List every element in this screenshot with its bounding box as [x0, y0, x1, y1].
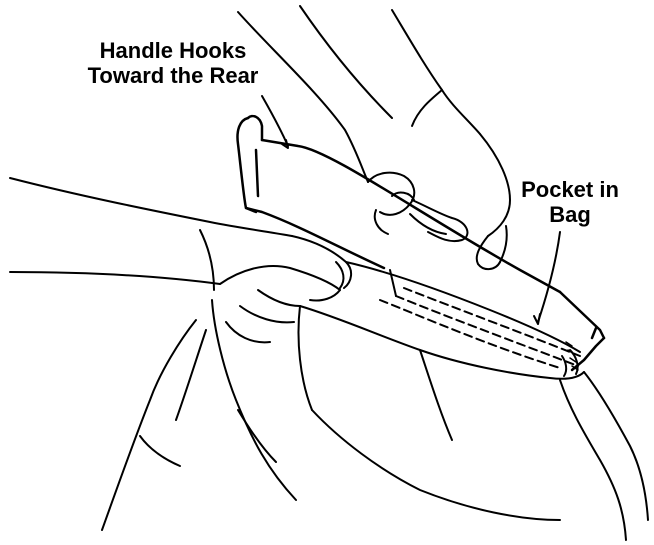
handle-hooks-label-line2: Toward the Rear [60, 63, 286, 88]
pocket-in-bag-callout: Pocket in Bag [510, 177, 630, 227]
wire-handle [237, 116, 604, 370]
handle-hooks-label-line1: Handle Hooks [60, 38, 286, 63]
bag-body [102, 300, 648, 540]
pocket-in-bag-label-line2: Bag [510, 202, 630, 227]
pocket-in-bag-label-line1: Pocket in [510, 177, 630, 202]
handle-hooks-callout: Handle Hooks Toward the Rear [60, 38, 286, 88]
